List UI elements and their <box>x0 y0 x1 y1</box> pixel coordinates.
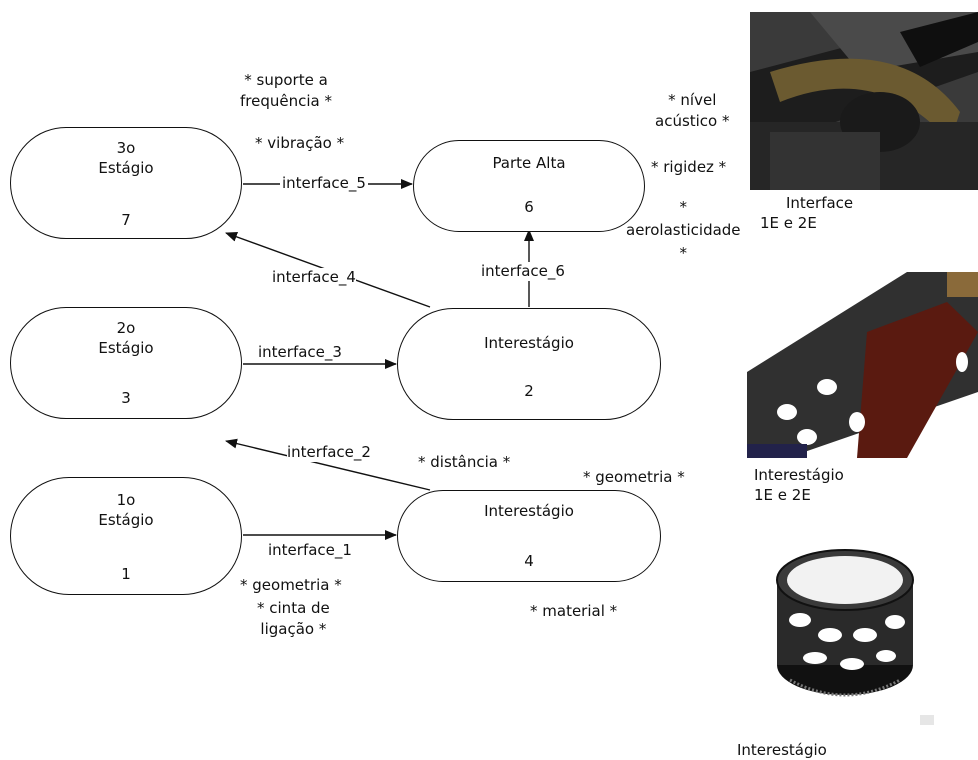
caption-line: Interface <box>786 194 854 212</box>
caption-line: 1E e 2E <box>760 214 817 232</box>
note-line: ligação * <box>260 620 327 638</box>
note-geometria-bottom: * geometria * <box>240 576 342 594</box>
node-label: 3o <box>116 139 136 157</box>
edge-label-interface-5: interface_5 <box>280 174 368 193</box>
node-label: Parte Alta <box>492 154 566 172</box>
node-number: 4 <box>524 552 534 570</box>
caption-line: Interestágio <box>754 466 844 484</box>
edge-interface-2 <box>225 438 431 491</box>
note-geometria-top: * geometria * <box>583 468 685 486</box>
node-label: Estágio <box>98 339 154 357</box>
note-suporte-frequencia: * suporte a frequência * <box>240 70 332 112</box>
note-cinta-ligacao: * cinta de ligação * <box>257 598 330 640</box>
note-line: acústico * <box>655 112 730 130</box>
watermark-icon <box>920 715 934 725</box>
edge-label-interface-3: interface_3 <box>258 343 342 362</box>
edge-label-interface-1: interface_1 <box>268 541 352 560</box>
note-line: * <box>679 244 688 262</box>
node-label: Estágio <box>98 511 154 529</box>
node-number: 2 <box>524 382 534 400</box>
caption-interestagio: Interestágio 1E e 2E <box>754 465 844 505</box>
node-label: Interestágio <box>484 502 574 520</box>
node-label: Interestágio <box>484 334 574 352</box>
node-number: 1 <box>121 565 131 583</box>
node-label: Estágio <box>98 159 154 177</box>
node-label: 1o <box>116 491 136 509</box>
caption-line: 1E e 2E <box>754 486 811 504</box>
node-label: 2o <box>116 319 136 337</box>
node-number: 6 <box>524 198 534 216</box>
note-vibracao: * vibração * <box>255 134 345 152</box>
edge-label-interface-6: interface_6 <box>481 262 565 281</box>
node-1o-estagio: 1o Estágio 1 <box>10 477 242 595</box>
note-line: * suporte a <box>244 71 328 89</box>
caption-interface: Interface 1E e 2E <box>760 193 853 233</box>
note-aerolasticidade: * aerolasticidade * <box>626 196 741 265</box>
node-parte-alta: Parte Alta 6 <box>413 140 645 232</box>
caption-interestagio-ring: Interestágio <box>737 741 827 759</box>
note-line: * cinta de <box>257 599 330 617</box>
interestagio-render-image <box>747 272 978 458</box>
note-material: * material * <box>530 602 618 620</box>
note-rigidez: * rigidez * <box>651 158 727 176</box>
edge-label-interface-2: interface_2 <box>287 443 371 462</box>
interface-render-image <box>750 12 978 190</box>
node-interestagio-2: Interestágio 2 <box>397 308 661 420</box>
note-line: aerolasticidade <box>626 221 741 239</box>
interestagio-ring-image <box>776 549 914 697</box>
note-line: * <box>679 198 688 216</box>
node-interestagio-4: Interestágio 4 <box>397 490 661 582</box>
node-2o-estagio: 2o Estágio 3 <box>10 307 242 419</box>
node-3o-estagio: 3o Estágio 7 <box>10 127 242 239</box>
edge-label-interface-4: interface_4 <box>272 268 356 287</box>
note-line: * nível <box>668 91 717 109</box>
note-line: frequência * <box>240 92 332 110</box>
note-nivel-acustico: * nível acústico * <box>655 90 730 132</box>
node-number: 3 <box>121 389 131 407</box>
node-number: 7 <box>121 211 131 229</box>
note-distancia: * distância * <box>418 453 511 471</box>
